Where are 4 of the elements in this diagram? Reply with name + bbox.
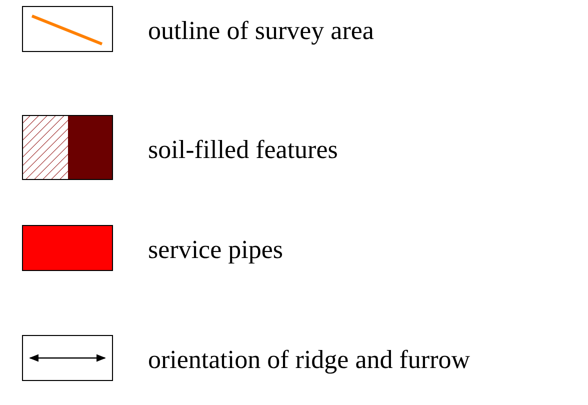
legend-label: orientation of ridge and furrow [148, 345, 470, 375]
legend-label: soil-filled features [148, 135, 338, 165]
legend-label: outline of survey area [148, 16, 374, 46]
legend-label: service pipes [148, 235, 284, 265]
